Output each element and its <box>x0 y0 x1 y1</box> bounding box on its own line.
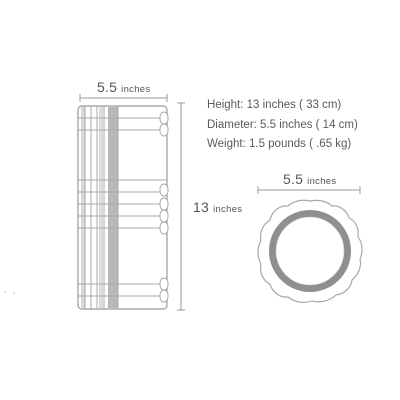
roller-side-view <box>77 105 169 310</box>
stray-dots <box>4 291 15 294</box>
roller-end-view <box>257 199 363 303</box>
end-view-ring-inner <box>275 216 345 286</box>
diameter-value: 5.5 <box>283 171 304 187</box>
height-unit: inches <box>213 204 243 215</box>
width-unit: inches <box>121 84 151 95</box>
height-dimension-line <box>177 102 185 311</box>
height-value: 13 <box>193 199 209 215</box>
spec-height: Height: 13 inches ( 33 cm) <box>207 99 342 111</box>
roller-left-shade <box>81 107 85 308</box>
height-label: 13 inches <box>193 199 242 215</box>
diameter-unit: inches <box>307 176 337 187</box>
spec-list: Height: 13 inches ( 33 cm) Diameter: 5.5… <box>207 96 358 155</box>
diameter-dimension-line <box>257 186 361 194</box>
roller-ribs <box>78 117 167 297</box>
width-dimension-line <box>79 94 168 102</box>
spec-diameter: Diameter: 5.5 inches ( 14 cm) <box>207 118 358 131</box>
spec-weight: Weight: 1.5 pounds ( .65 kg) <box>207 138 352 150</box>
diameter-label: 5.5 inches <box>283 171 336 187</box>
roller-vertical-lines <box>84 106 119 309</box>
width-value: 5.5 <box>97 79 118 95</box>
roller-groove-shade-2 <box>99 107 103 308</box>
width-label: 5.5 inches <box>97 79 150 95</box>
roller-groove-shade <box>108 107 118 308</box>
roller-rib-bumps <box>159 111 169 303</box>
